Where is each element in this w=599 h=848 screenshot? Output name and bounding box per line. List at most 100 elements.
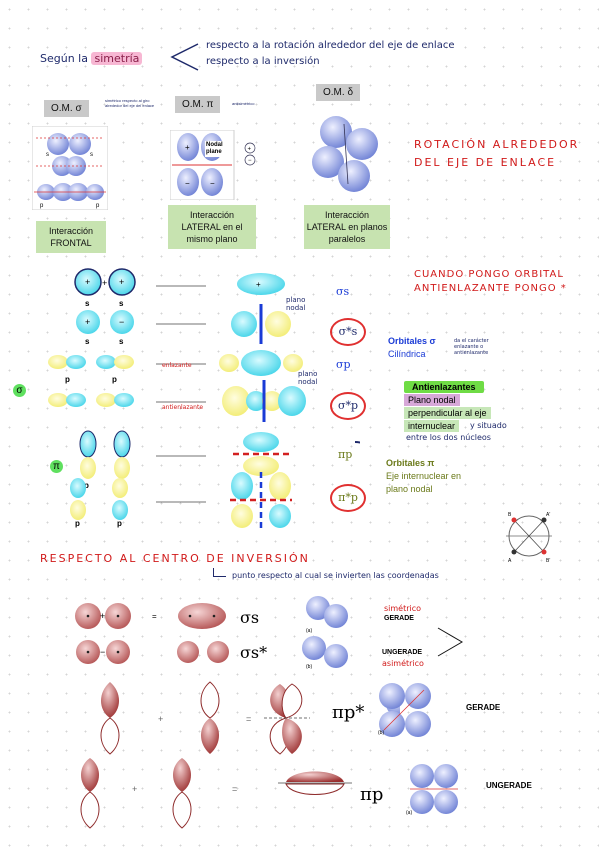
interaction-lateral-same: Interacción LATERAL en el mismo plano (168, 205, 256, 249)
svg-text:−: − (248, 158, 252, 164)
caption-a2: (a) (406, 810, 413, 816)
svg-text:p: p (96, 203, 100, 209)
svg-text:s: s (90, 152, 93, 158)
svg-text:−: − (185, 179, 190, 188)
inv-label-a-prime: A' (546, 512, 550, 518)
svg-text:+: + (102, 278, 107, 288)
inv-label-a: A (508, 558, 512, 564)
svg-text:p: p (75, 519, 80, 528)
svg-text:s: s (119, 337, 124, 346)
nodal-plane-label: Nodal plane (205, 141, 233, 157)
svg-text:−: − (100, 647, 105, 657)
label-sigma-p-star: σ*p (330, 392, 366, 420)
svg-text:+: + (119, 277, 124, 287)
bottom-sigma-s-star: σs* (240, 643, 268, 662)
perp-line1: perpendicular al eje (404, 407, 491, 419)
svg-text:p: p (112, 375, 117, 384)
enlazante-note: enlazante (162, 362, 192, 369)
svg-text:−: − (210, 179, 215, 188)
bottom-pi-p: πp (360, 784, 384, 805)
intro-text: Según la simetría (40, 52, 143, 65)
inversion-note: punto respecto al cual se invierten las … (232, 571, 439, 580)
label-sigma-s-star: σ*s (330, 318, 366, 346)
brace-icon (170, 43, 199, 71)
gerade-right-label: GERADE (466, 703, 501, 712)
asimetrico-label: asimétrico (382, 659, 424, 668)
svg-text:+: + (185, 143, 190, 152)
caption-b2: (b) (378, 730, 385, 736)
tail-line2: entre los dos núcleos (406, 433, 491, 442)
svg-text:+: + (100, 611, 105, 621)
group-sigma-marker: σ (13, 384, 26, 397)
svg-text:+: + (85, 277, 90, 287)
right-angle-brace-icon (437, 627, 463, 657)
inversion-title: RESPECTO AL CENTRO DE INVERSIÓN (40, 552, 310, 565)
label-pi-p: πp (338, 448, 353, 461)
pi-info-title: Orbitales π (386, 458, 435, 468)
antibond-note: CUANDO PONGO ORBITAL ANTIENLAZANTE PONGO… (414, 269, 567, 294)
pi-antisymmetric-note: antisimétrico (232, 101, 255, 106)
pi-info-line2: plano nodal (386, 484, 433, 494)
svg-text:−: − (119, 317, 124, 327)
pi-info-line1: Eje internuclear en (386, 471, 462, 481)
om-pi-label: O.M. π (175, 96, 221, 113)
svg-text:+: + (85, 317, 90, 327)
interaction-lateral-parallel: Interacción LATERAL en planos paralelos (304, 205, 390, 249)
svg-text:p: p (117, 519, 122, 528)
inv-label-b: B (508, 512, 512, 518)
plano-nodal-note-1: plano nodal (286, 296, 306, 312)
svg-text:s: s (85, 299, 90, 308)
mo-formation-diagram: +++ ss + +− ss pp pp pp (48, 268, 360, 528)
inversion-center-diagram: B A' A B' (506, 512, 552, 564)
svg-text:+: + (256, 280, 261, 289)
bottom-pi-p-star: πp* (332, 702, 365, 723)
group-pi-marker: π (50, 460, 63, 473)
symmetry-highlight: simetría (91, 52, 143, 65)
sigma-info-title: Orbitales σ (388, 336, 436, 346)
ungerade-right-label: UNGERADE (486, 781, 532, 790)
inv-label-b-prime: B' (546, 558, 550, 564)
label-sigma-s: σs (336, 285, 350, 298)
svg-text:s: s (85, 337, 90, 346)
plano-nodal-badge: Plano nodal (404, 394, 460, 406)
tail-line1: y situado (470, 421, 507, 430)
svg-text:+: + (132, 784, 137, 794)
delta-parallel-illustration (312, 116, 378, 192)
perp-line2: internuclear (404, 420, 460, 432)
svg-text:+: + (248, 147, 252, 153)
header-line-inversion: respecto a la inversión (206, 56, 320, 67)
header-line-rotation: respecto a la rotación alrededor del eje… (206, 40, 455, 51)
om-sigma-label: O.M. σ (44, 100, 89, 117)
svg-text:p: p (40, 203, 44, 209)
simetrico-label: simétrico (384, 604, 422, 613)
bottom-sigma-s: σs (240, 608, 260, 627)
ungerade-label: UNGERADE (382, 649, 423, 656)
svg-text:p: p (84, 481, 89, 490)
svg-text:=: = (232, 784, 237, 794)
pi-star-blue-picture (379, 683, 431, 737)
sigma-side-note: da el carácter enlazante o antienlazante (454, 338, 489, 356)
interaction-frontal: Interacción FRONTAL (36, 221, 106, 253)
svg-text:s: s (46, 152, 49, 158)
caption-b: (b) (306, 664, 313, 670)
label-pi-p-star: π*p (330, 484, 366, 512)
svg-text:=: = (246, 714, 251, 724)
label-sigma-p: σp (336, 358, 351, 371)
inversion-arrow-icon (213, 568, 226, 577)
svg-text:=: = (152, 612, 157, 621)
inversion-orbitals-diagram: + = − + = + = (75, 596, 400, 829)
sigma-symmetric-note: simétrico respecto al giro alrededor del… (105, 98, 155, 108)
sigma-frontal-illustration: s s p p (32, 126, 108, 210)
anti-title-badge: Antienlazantes (404, 381, 484, 393)
rotation-title: ROTACIÓN ALREDEDOR DEL EJE DE ENLACE (414, 138, 580, 169)
svg-text:p: p (65, 375, 70, 384)
caption-a: (a) (306, 628, 313, 634)
plano-nodal-note-2: plano nodal (298, 370, 318, 386)
svg-text:+: + (158, 714, 163, 724)
sigma-info-subtitle: Cilíndrica (388, 349, 426, 359)
gerade-label: GERADE (384, 615, 414, 622)
om-delta-label: O.M. δ (316, 84, 361, 101)
pi-blue-picture (410, 764, 458, 814)
svg-text:s: s (119, 299, 124, 308)
antienlazante-note: antienlazante (162, 404, 204, 411)
